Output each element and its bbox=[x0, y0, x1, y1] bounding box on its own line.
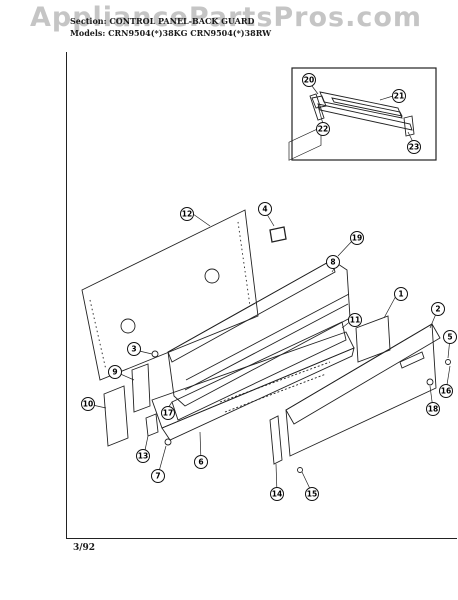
callout-18: 18 bbox=[426, 402, 440, 416]
callout-16: 16 bbox=[439, 384, 453, 398]
callout-3: 3 bbox=[127, 342, 141, 356]
callout-22: 22 bbox=[316, 122, 330, 136]
watermark-text: AppliancePartsPros.com bbox=[30, 2, 423, 33]
callout-2: 2 bbox=[431, 302, 445, 316]
screw-15 bbox=[297, 467, 303, 473]
lower-trim bbox=[151, 331, 355, 441]
svg-text:13: 13 bbox=[138, 452, 148, 461]
svg-text:8: 8 bbox=[330, 258, 335, 267]
callout-8: 8 bbox=[326, 255, 340, 269]
callout-20: 20 bbox=[302, 73, 316, 87]
svg-text:14: 14 bbox=[272, 490, 282, 499]
svg-text:23: 23 bbox=[409, 143, 419, 152]
svg-text:11: 11 bbox=[350, 316, 360, 325]
rear-panel bbox=[81, 209, 259, 381]
callout-9: 9 bbox=[108, 365, 122, 379]
callout-10: 10 bbox=[81, 397, 95, 411]
callout-4: 4 bbox=[258, 202, 272, 216]
clip bbox=[145, 413, 159, 437]
callout-14: 14 bbox=[270, 487, 284, 501]
screw-7 bbox=[164, 438, 172, 446]
callout-5: 5 bbox=[443, 330, 457, 344]
callout-6: 6 bbox=[194, 455, 208, 469]
svg-text:9: 9 bbox=[112, 368, 117, 377]
inset-box bbox=[291, 67, 437, 161]
callout-13: 13 bbox=[136, 449, 150, 463]
callout-19: 19 bbox=[350, 231, 364, 245]
svg-text:4: 4 bbox=[262, 205, 267, 214]
svg-text:6: 6 bbox=[198, 458, 203, 467]
diagram-frame bbox=[66, 52, 457, 539]
svg-text:10: 10 bbox=[83, 400, 93, 409]
inset-trim-parts bbox=[309, 91, 415, 137]
callout-21: 21 bbox=[392, 89, 406, 103]
svg-text:1: 1 bbox=[398, 290, 403, 299]
switch-part bbox=[269, 226, 287, 243]
callout-7: 7 bbox=[151, 469, 165, 483]
svg-text:18: 18 bbox=[428, 405, 438, 414]
svg-text:5: 5 bbox=[447, 333, 452, 342]
screw-3 bbox=[151, 350, 159, 358]
svg-text:16: 16 bbox=[441, 387, 451, 396]
svg-text:15: 15 bbox=[307, 490, 317, 499]
control-board bbox=[171, 321, 347, 421]
svg-text:20: 20 bbox=[304, 76, 314, 85]
callout-12: 12 bbox=[180, 207, 194, 221]
svg-text:21: 21 bbox=[394, 92, 404, 101]
callout-1: 1 bbox=[394, 287, 408, 301]
end-cap-left bbox=[131, 363, 151, 413]
svg-text:7: 7 bbox=[155, 472, 160, 481]
callout-15: 15 bbox=[305, 487, 319, 501]
control-panel-front bbox=[285, 323, 441, 457]
bracket-right bbox=[355, 315, 391, 363]
end-trim bbox=[103, 385, 129, 447]
svg-text:19: 19 bbox=[352, 234, 362, 243]
date-code: 3/92 bbox=[73, 543, 96, 553]
svg-text:17: 17 bbox=[163, 409, 173, 418]
part-callouts: 20 21 22 23 12 4 19 8 1 2 11 5 3 16 9 10… bbox=[81, 73, 457, 501]
callout-23: 23 bbox=[407, 140, 421, 154]
callout-11: 11 bbox=[348, 313, 362, 327]
svg-text:2: 2 bbox=[435, 305, 440, 314]
screw-18 bbox=[426, 378, 434, 386]
callout-17: 17 bbox=[161, 406, 175, 420]
svg-text:22: 22 bbox=[318, 125, 328, 134]
svg-text:3: 3 bbox=[131, 345, 136, 354]
strip bbox=[269, 415, 283, 465]
screw-5 bbox=[445, 359, 451, 365]
leader-lines bbox=[87, 81, 451, 494]
section-title: Section: CONTROL PANEL-BACK GUARD bbox=[70, 16, 255, 26]
models-line: Models: CRN9504(*)38KG CRN9504(*)38RW bbox=[70, 28, 272, 38]
svg-text:12: 12 bbox=[182, 210, 192, 219]
